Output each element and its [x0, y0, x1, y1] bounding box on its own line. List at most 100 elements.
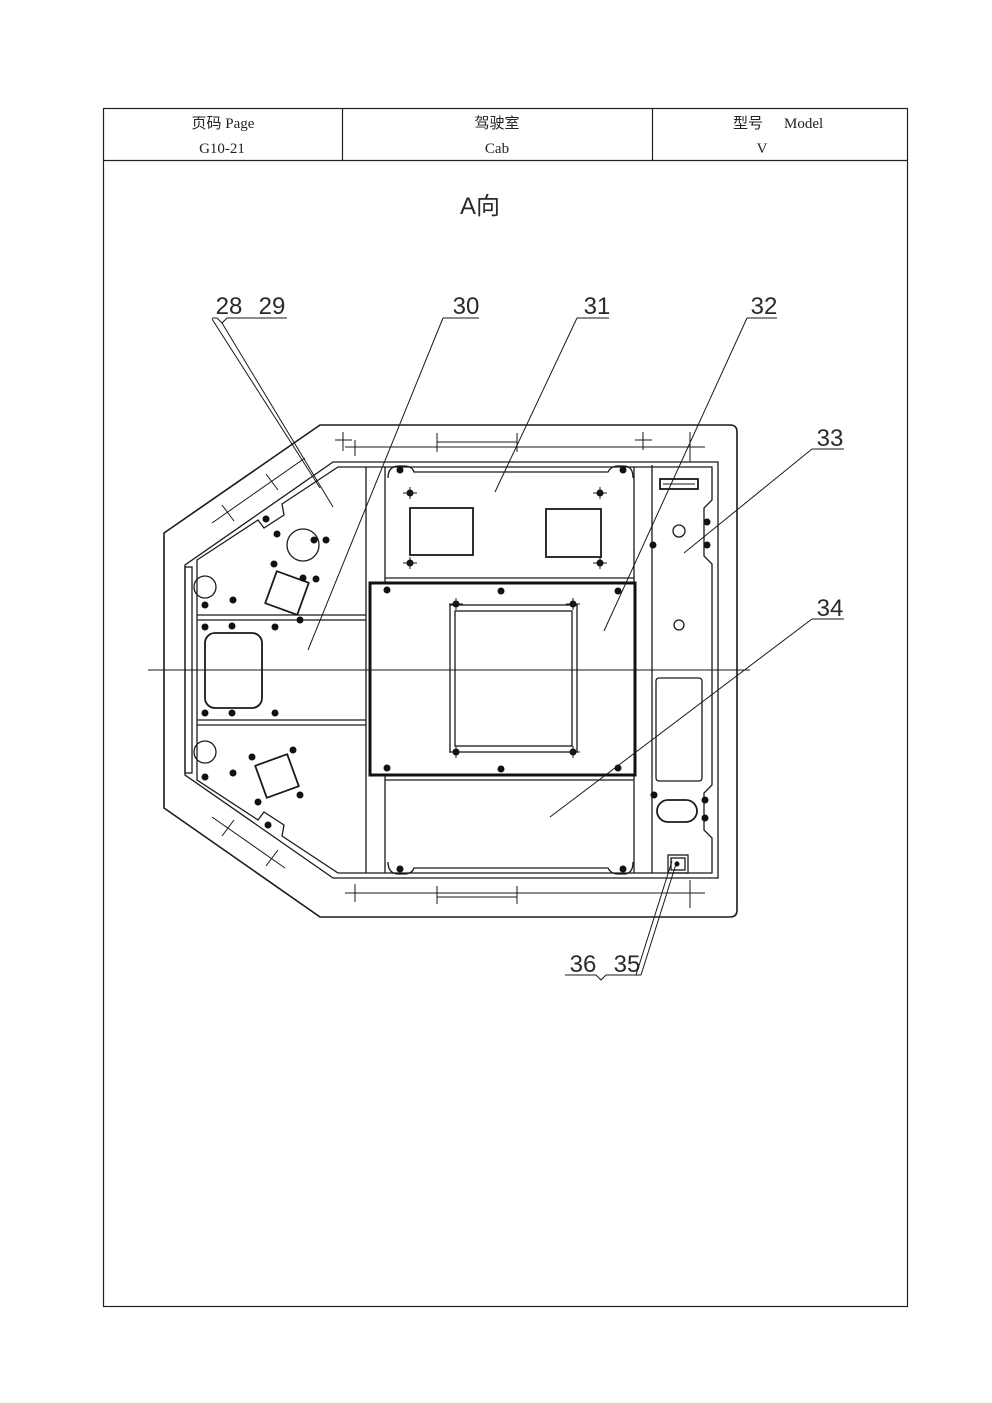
bolt-hole [701, 796, 709, 804]
bolt-centre-mark [593, 557, 607, 569]
leader-29 [221, 322, 334, 508]
dim-line [211, 816, 286, 869]
model-label-cn: 型号 [733, 115, 763, 132]
panel-top-edge [387, 465, 634, 479]
leader-34 [549, 618, 813, 818]
outer-border [102, 107, 909, 1308]
round-hole [672, 524, 686, 538]
slot-opening [659, 478, 699, 490]
bolt-hole [396, 466, 404, 474]
bolt-hole [649, 541, 657, 549]
bolt-hole [254, 798, 262, 806]
round-opening [286, 528, 320, 562]
rect-opening [409, 507, 474, 556]
bolt-hole [310, 536, 318, 544]
leader-32 [603, 317, 748, 632]
long-opening [655, 677, 703, 782]
bolt-hole [201, 601, 209, 609]
top-dimension [335, 432, 705, 462]
page-number: G10-21 [199, 141, 245, 157]
bolt-hole [312, 575, 320, 583]
square-cover [254, 753, 300, 799]
bolt-hole [228, 709, 236, 717]
panel-34 [387, 861, 634, 875]
bolt-centre-mark [403, 487, 417, 499]
callout-32: 32 [751, 293, 778, 320]
bolt-hole [296, 791, 304, 799]
bolt-hole [396, 865, 404, 873]
dim-tick [265, 473, 279, 491]
bolt-hole [497, 587, 505, 595]
bolt-hole [614, 587, 622, 595]
hatch-frame-inner [454, 610, 573, 747]
round-hole [673, 619, 685, 631]
dim-tick [265, 849, 279, 867]
section-name: Cab [485, 141, 509, 157]
round-opening [193, 575, 217, 599]
callout-35: 35 [614, 951, 641, 978]
page-frame [102, 107, 909, 1308]
model-label-en: Model [784, 116, 823, 132]
bolt-hole [264, 821, 272, 829]
bolt-hole [273, 530, 281, 538]
leader-30 [307, 317, 444, 651]
callout-36-35-underline [565, 974, 641, 981]
hatch-frame-outer [449, 604, 578, 753]
page-label: 页码 Page [192, 115, 255, 132]
floor-inner-outline [196, 466, 713, 874]
bolt-hole [299, 574, 307, 582]
bolt-hole [229, 596, 237, 604]
bolt-hole [322, 536, 330, 544]
section-label: 驾驶室 [474, 115, 519, 132]
leader-36 [635, 860, 673, 976]
bolt-hole [619, 466, 627, 474]
bolt-hole [674, 861, 680, 867]
oval-opening [656, 799, 698, 823]
panel-upper-left [193, 528, 320, 616]
bolt-centre-mark [593, 487, 607, 499]
header: 页码 Page G10-21 驾驶室 Cab 型号 Model V [192, 115, 824, 157]
fitting-outer [667, 854, 689, 874]
bolt-hole [703, 518, 711, 526]
bolt-hole [248, 753, 256, 761]
panel-33 [655, 478, 703, 823]
bolt-hole [650, 791, 658, 799]
square-cover [264, 570, 310, 616]
callout-31: 31 [584, 293, 611, 320]
floor-outline [184, 461, 719, 879]
dim-tick [221, 819, 235, 837]
bolt-hole [201, 773, 209, 781]
outer-outline [163, 424, 738, 918]
bolt-centre-mark [566, 598, 580, 610]
bolt-centre-mark [449, 598, 463, 610]
callouts: 28 29 30 31 32 33 34 36 35 [211, 293, 844, 981]
round-opening [193, 740, 217, 764]
bolt-hole [271, 623, 279, 631]
bolt-hole [201, 709, 209, 717]
bolt-hole [262, 515, 270, 523]
callout-36: 36 [570, 951, 597, 978]
bolt-centre-mark [566, 746, 580, 758]
rect-opening [545, 508, 602, 558]
callout-30: 30 [453, 293, 480, 320]
leader-35 [640, 860, 678, 976]
bolt-hole [614, 764, 622, 772]
fitting-35-36 [667, 854, 689, 874]
bolt-hole [296, 616, 304, 624]
bolt-hole [228, 622, 236, 630]
callout-28: 28 [216, 293, 243, 320]
bolt-hole [383, 586, 391, 594]
model-value: V [757, 141, 768, 157]
panel-32-border [368, 581, 637, 777]
panel-32 [368, 581, 637, 777]
callout-34: 34 [817, 595, 844, 622]
bolt-centre-mark [403, 557, 417, 569]
fitting-inner [670, 857, 686, 871]
callout-29: 29 [259, 293, 286, 320]
bottom-dimension [345, 880, 705, 908]
panel-bottom-edge [387, 861, 634, 875]
diagonal-dimensions [211, 457, 306, 869]
bolt-hole [703, 541, 711, 549]
panel-lower-left [193, 740, 300, 799]
leader-31 [494, 317, 578, 493]
